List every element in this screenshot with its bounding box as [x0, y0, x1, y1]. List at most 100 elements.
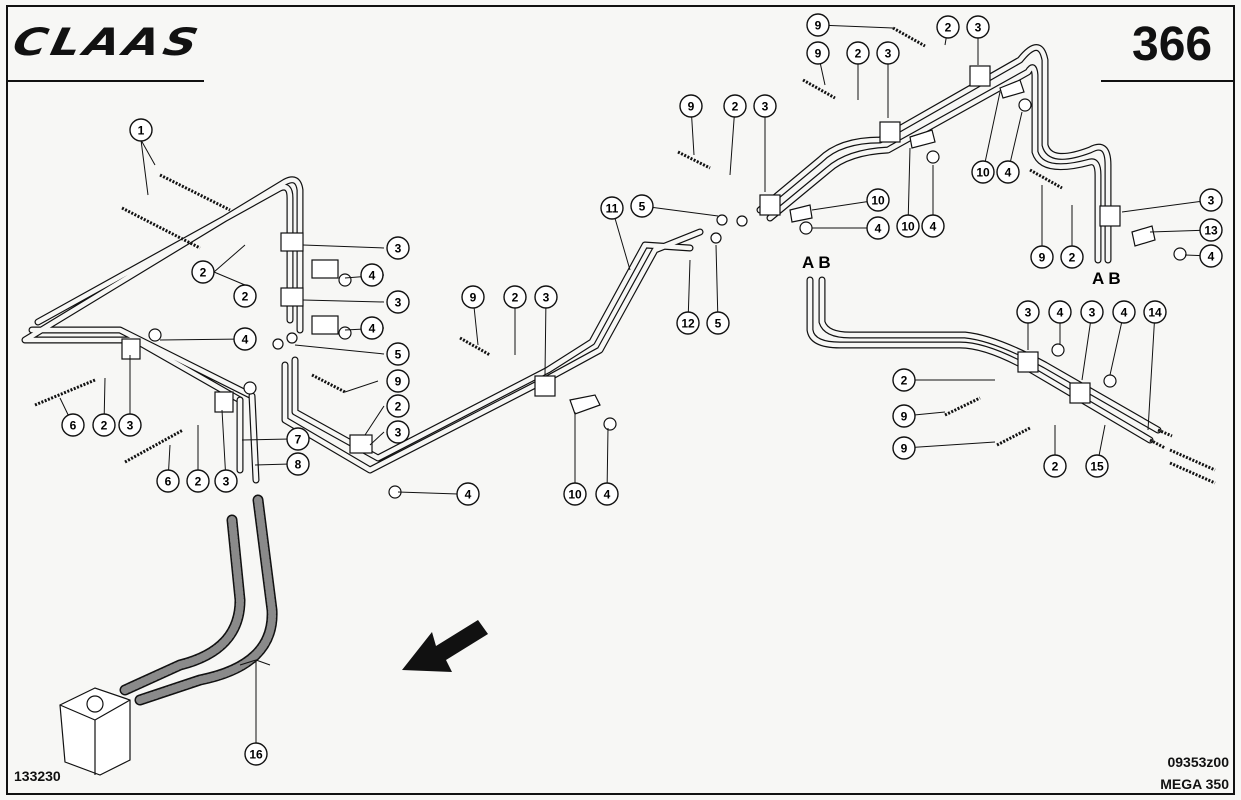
callout-label: 9 [815, 19, 822, 33]
callout-label: 9 [470, 291, 477, 305]
callout-56: 9 [892, 404, 916, 428]
callout-31: 2 [723, 94, 747, 118]
callout-43: 10 [971, 160, 995, 184]
callout-label: 3 [1025, 306, 1032, 320]
callout-label: 11 [606, 202, 619, 216]
callout-49: 2 [1060, 245, 1084, 269]
callout-28: 12 [676, 311, 700, 335]
callout-circle [286, 427, 310, 451]
callout-label: 3 [395, 426, 402, 440]
callout-circle [1143, 300, 1167, 324]
callout-label: 10 [568, 488, 582, 502]
callout-29: 5 [706, 311, 730, 335]
callout-14: 3 [214, 469, 238, 493]
couplings [1149, 428, 1216, 485]
callout-circle [129, 118, 153, 142]
callout-57: 9 [892, 436, 916, 460]
callout-circle [676, 311, 700, 335]
callout-circle [534, 285, 558, 309]
callout-22: 2 [503, 285, 527, 309]
callout-circle [563, 482, 587, 506]
callout-54: 14 [1143, 300, 1167, 324]
header-rule-right [1101, 80, 1233, 82]
callout-1: 2 [191, 260, 215, 284]
hose-pair [119, 494, 278, 706]
callout-label: 4 [242, 333, 249, 347]
callout-58: 2 [1043, 454, 1067, 478]
callout-circle [936, 15, 960, 39]
callout-circle [386, 394, 410, 418]
callout-label: 2 [945, 21, 952, 35]
callout-label: 1 [138, 124, 145, 138]
callout-circle [1060, 245, 1084, 269]
callout-circle [971, 160, 995, 184]
callout-label: 3 [395, 296, 402, 310]
callout-label: 2 [101, 419, 108, 433]
callout-60: 16 [244, 742, 268, 766]
callout-label: 15 [1090, 460, 1104, 474]
callout-circle [1199, 218, 1223, 242]
callout-circle [679, 94, 703, 118]
callout-label: 3 [975, 21, 982, 35]
callout-41: 2 [936, 15, 960, 39]
callout-label: 9 [815, 47, 822, 61]
callout-52: 3 [1080, 300, 1104, 324]
callout-label: 9 [395, 375, 402, 389]
drawing-number: 133230 [14, 768, 61, 784]
model-name: MEGA 350 [1160, 776, 1229, 792]
callout-23: 3 [534, 285, 558, 309]
callout-label: 2 [732, 100, 739, 114]
callout-circle [966, 15, 990, 39]
callout-26: 11 [600, 196, 624, 220]
callout-circle [386, 420, 410, 444]
callout-16: 8 [286, 452, 310, 476]
callout-circle [360, 263, 384, 287]
callout-label: 2 [395, 400, 402, 414]
callout-circle [806, 13, 830, 37]
callout-32: 3 [753, 94, 777, 118]
callout-circle [806, 41, 830, 65]
callout-25: 4 [595, 482, 619, 506]
callout-label: 2 [242, 290, 249, 304]
callout-6: 4 [360, 316, 384, 340]
callout-label: 10 [901, 220, 915, 234]
callout-label: 6 [165, 475, 172, 489]
callout-circle [244, 742, 268, 766]
callout-circle [1199, 188, 1223, 212]
callout-label: 4 [1208, 250, 1215, 264]
callout-label: 4 [369, 269, 376, 283]
callout-label: 2 [901, 374, 908, 388]
callout-circle [386, 290, 410, 314]
callout-circle [892, 368, 916, 392]
callout-label: 10 [976, 166, 990, 180]
page-number: 366 [1132, 18, 1213, 71]
callout-44: 4 [996, 160, 1020, 184]
callout-circle [360, 316, 384, 340]
callout-35: 9 [806, 41, 830, 65]
steering-unit [59, 687, 131, 776]
callout-13: 2 [186, 469, 210, 493]
callout-label: 5 [639, 200, 646, 214]
callout-label: 2 [1069, 251, 1076, 265]
callout-2: 2 [233, 284, 257, 308]
callout-circle [1030, 245, 1054, 269]
callout-59: 15 [1085, 454, 1109, 478]
bolts [34, 26, 1063, 464]
callout-24: 10 [563, 482, 587, 506]
callout-53: 4 [1112, 300, 1136, 324]
callout-label: 3 [127, 419, 134, 433]
callout-circle [61, 413, 85, 437]
callout-circle [1043, 454, 1067, 478]
callout-circle [503, 285, 527, 309]
callout-circle [921, 214, 945, 238]
callout-0: 1 [129, 118, 153, 142]
callout-label: 3 [762, 100, 769, 114]
callout-circle [876, 41, 900, 65]
lower-right-pipe-run [806, 276, 1162, 444]
callout-17: 9 [386, 369, 410, 393]
callout-21: 9 [461, 285, 485, 309]
callout-9: 6 [61, 413, 85, 437]
callout-circle [753, 94, 777, 118]
callout-label: 4 [604, 488, 611, 502]
